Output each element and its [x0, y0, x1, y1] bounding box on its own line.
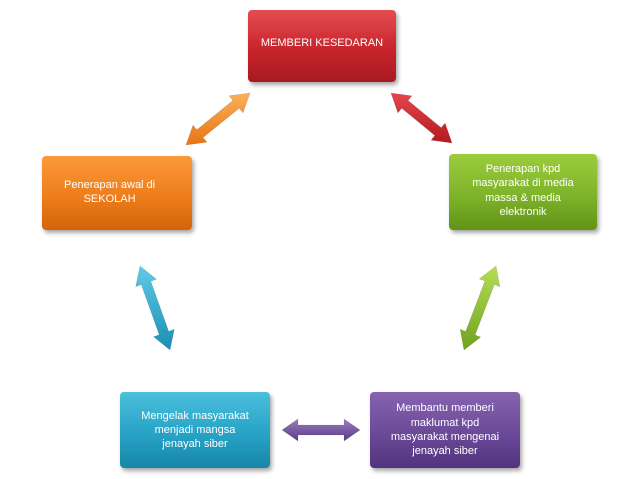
node-mengelak-mangsa: Mengelak masyarakat menjadi mangsa jenay… — [120, 392, 270, 468]
node-penerapan-media: Penerapan kpd masyarakat di media massa … — [449, 154, 597, 230]
arrow-top-right — [390, 92, 453, 144]
node-label: Penerapan kpd masyarakat di media massa … — [472, 163, 574, 218]
arrow-left-bottom — [135, 265, 175, 351]
node-membantu-maklumat: Membantu memberi maklumat kpd masyarakat… — [370, 392, 520, 468]
node-label: Mengelak masyarakat menjadi mangsa jenay… — [141, 409, 249, 451]
node-penerapan-sekolah: Penerapan awal di SEKOLAH — [42, 156, 192, 230]
arrow-top-left — [185, 92, 251, 146]
node-memberi-kesedaran: MEMBERI KESEDARAN — [248, 10, 396, 82]
arrow-bottom — [281, 418, 361, 442]
node-label: Penerapan awal di SEKOLAH — [64, 179, 156, 206]
arrow-right-bottom — [459, 265, 501, 351]
node-label: Membantu memberi maklumat kpd masyarakat… — [390, 402, 500, 458]
node-label: MEMBERI KESEDARAN — [260, 37, 384, 49]
